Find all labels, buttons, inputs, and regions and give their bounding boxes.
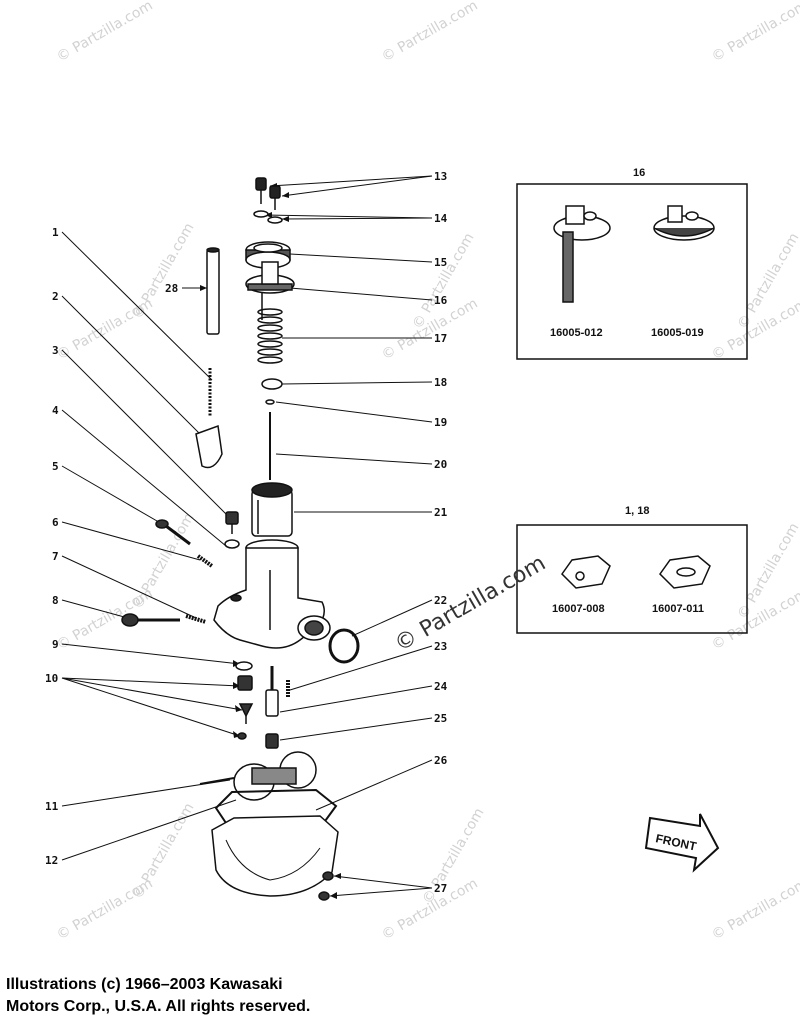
part-18-plate	[261, 378, 283, 390]
part-16-chamber-cap	[245, 261, 295, 320]
callout-labels-right: 13 14 15 16 17 18 19 20 21 22 23 24 25 2…	[434, 170, 448, 895]
copyright-line-1: Illustrations (c) 1966–2003 Kawasaki	[6, 976, 283, 993]
part-9-washer	[235, 661, 253, 671]
part-10-jets	[237, 675, 254, 740]
inset-1-18-title: 1, 18	[625, 505, 649, 517]
inset-16-title: 16	[633, 167, 645, 179]
front-arrow: FRONT	[644, 813, 720, 873]
part-7-spring	[185, 614, 207, 624]
part-14-washers	[253, 210, 283, 224]
front-arrow-shape	[644, 813, 720, 873]
callout-14: 14	[434, 212, 448, 225]
part-17-spring	[257, 308, 283, 364]
callout-13: 13	[434, 170, 447, 183]
callout-labels-left: 1 2 3 4 5 6 7 8 9 10 11 12 28	[45, 226, 178, 867]
callout-1: 1	[52, 226, 59, 239]
callout-24: 24	[434, 680, 448, 693]
callout-16: 16	[434, 294, 448, 307]
callout-26: 26	[434, 754, 448, 767]
part-3-screw	[225, 511, 239, 534]
part-11-pin	[199, 777, 235, 785]
part-22-o-ring	[328, 628, 360, 664]
inset-16-part-a-number: 16005-012	[550, 327, 603, 339]
watermark: © Partzilla.com	[709, 876, 800, 944]
callout-25: 25	[434, 712, 447, 725]
callout-11: 11	[45, 800, 59, 813]
part-21-throttle-valve	[251, 482, 293, 537]
inset-16-part-b-number: 16005-019	[651, 327, 704, 339]
callout-18: 18	[434, 376, 447, 389]
copyright-line-2: Motors Corp., U.S.A. All rights reserved…	[6, 998, 311, 1015]
carburetor-parts	[121, 177, 360, 901]
callout-22: 22	[434, 594, 447, 607]
part-13-screws	[255, 177, 281, 210]
callout-4: 4	[52, 404, 59, 417]
callout-20: 20	[434, 458, 447, 471]
part-19-clip	[265, 399, 275, 405]
callout-7: 7	[52, 550, 59, 563]
inset-16-frame	[516, 183, 748, 360]
inset-1-18-frame	[516, 524, 748, 634]
float-bowl	[211, 815, 339, 897]
watermark: © Partzilla.com	[379, 0, 481, 65]
watermark: © Partzilla.com	[130, 220, 198, 322]
watermark: © Partzilla.com	[130, 800, 198, 902]
callout-10: 10	[45, 672, 58, 685]
callout-21: 21	[434, 506, 448, 519]
callout-2: 2	[52, 290, 59, 303]
part-2-boot	[195, 424, 223, 469]
carburetor-body	[213, 539, 331, 649]
callout-5: 5	[52, 460, 59, 473]
inset-16-part-a	[553, 205, 611, 303]
watermark: © Partzilla.com	[54, 0, 156, 65]
callout-9: 9	[52, 638, 59, 651]
callout-15: 15	[434, 256, 447, 269]
inset-1-18-part-a-number: 16007-008	[552, 603, 605, 615]
part-6-spring	[196, 554, 214, 568]
part-28-tube	[206, 247, 220, 335]
inset-16-part-b	[653, 205, 715, 241]
part-24-needle-jet	[265, 666, 279, 717]
callout-12: 12	[45, 854, 58, 867]
part-25-main-jet	[265, 733, 279, 749]
callout-3: 3	[52, 344, 59, 357]
part-15-cap	[245, 241, 291, 269]
callout-27: 27	[434, 882, 447, 895]
part-26-floats	[233, 751, 317, 801]
part-8-stop-screw	[121, 613, 180, 627]
part-5-pilot-screw	[155, 519, 191, 546]
part-27-screws	[318, 871, 334, 901]
callout-17: 17	[434, 332, 447, 345]
inset-1-18-part-a	[561, 555, 611, 589]
inset-1-18-part-b-number: 16007-011	[652, 603, 704, 615]
watermark: © Partzilla.com	[709, 0, 800, 65]
callout-6: 6	[52, 516, 59, 529]
inset-16: 16 16005-012 16005-019	[516, 167, 748, 360]
inset-1-18-part-b	[659, 555, 711, 589]
callout-19: 19	[434, 416, 447, 429]
callout-8: 8	[52, 594, 59, 607]
callout-28: 28	[165, 282, 178, 295]
watermark-layer: © Partzilla.com © Partzilla.com © Partzi…	[54, 0, 800, 943]
watermark-large: © Partzilla.com	[391, 551, 551, 658]
part-4-washer	[224, 539, 240, 549]
callout-23: 23	[434, 640, 447, 653]
copyright-notice: Illustrations (c) 1966–2003 Kawasaki Mot…	[6, 974, 506, 1018]
inset-1-18: 1, 18 16007-008 16007-011	[516, 505, 748, 634]
